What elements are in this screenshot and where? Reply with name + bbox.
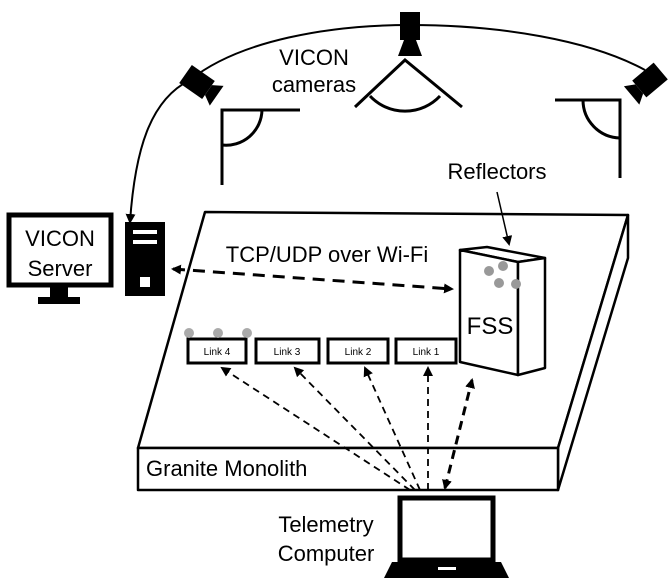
camera-top-icon — [398, 12, 422, 56]
server-tower-icon — [125, 222, 165, 296]
fss-label: FSS — [467, 313, 514, 340]
camera-left-fov — [220, 108, 300, 185]
reflectors-pointer-arrow — [496, 191, 513, 246]
vicon-server-label-2: Server — [28, 256, 93, 281]
reflector-markers — [484, 261, 521, 289]
telemetry-laptop-icon — [384, 495, 509, 578]
link-2-box: Link 2 — [326, 337, 390, 365]
vicon-cameras-label-1: VICON — [279, 45, 349, 70]
link-markers — [184, 328, 252, 338]
telemetry-fss-arrow — [442, 378, 475, 490]
camera-right-icon — [623, 62, 668, 105]
vicon-server-label-1: VICON — [25, 226, 95, 251]
camera-top-fov — [353, 58, 463, 113]
telemetry-label-2: Computer — [278, 541, 375, 566]
camera-right-fov — [555, 98, 622, 178]
granite-monolith-label: Granite Monolith — [146, 456, 307, 481]
telemetry-label-1: Telemetry — [278, 512, 373, 537]
vicon-cameras-label-2: cameras — [272, 72, 356, 97]
vicon-server-monitor-icon — [6, 212, 114, 304]
reflectors-label: Reflectors — [447, 159, 546, 184]
link-2-label: Link 2 — [345, 347, 372, 358]
tcp-udp-label: TCP/UDP over Wi-Fi — [226, 242, 429, 267]
link-4-box: Link 4 — [186, 337, 248, 365]
link-3-label: Link 3 — [274, 347, 301, 358]
link-1-box: Link 1 — [394, 337, 458, 365]
link-3-box: Link 3 — [254, 337, 321, 365]
tcp-udp-arrow — [171, 264, 454, 294]
camera-cable — [125, 23, 646, 224]
link-1-label: Link 1 — [413, 347, 440, 358]
link-4-label: Link 4 — [204, 347, 231, 358]
telemetry-link-arrows — [220, 366, 433, 491]
camera-left-icon — [179, 64, 224, 106]
